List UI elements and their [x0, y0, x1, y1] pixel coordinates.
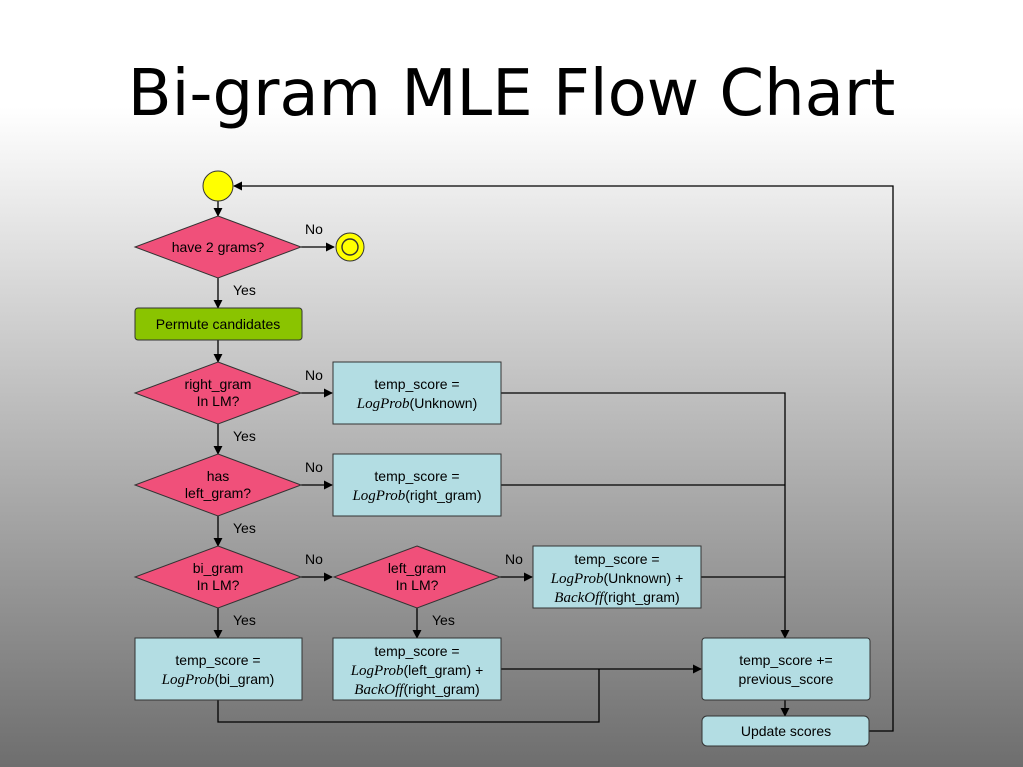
process-logprob-unknown: temp_score = LogProb(Unknown)	[332, 361, 502, 425]
process-label: Permute candidates	[156, 316, 281, 332]
process-logprob-bi-gram: temp_score = LogProb(bi_gram)	[134, 637, 303, 701]
svg-text:In LM?: In LM?	[197, 577, 240, 593]
svg-text:LogProb(left_gram) +: LogProb(left_gram) +	[350, 662, 484, 679]
svg-text:previous_score: previous_score	[739, 671, 834, 687]
process-logprob-left-gram-backoff: temp_score = LogProb(left_gram) + BackOf…	[332, 637, 502, 701]
connectors	[213, 181, 894, 732]
edge-label-yes: Yes	[233, 428, 256, 444]
process-accumulate-score: temp_score += previous_score	[701, 637, 871, 701]
svg-text:BackOff(right_gram): BackOff(right_gram)	[554, 589, 679, 606]
svg-text:temp_score =: temp_score =	[374, 376, 459, 392]
decision-have-2-grams: have 2 grams?	[133, 215, 303, 279]
process-logprob-unknown-backoff: temp_score = LogProb(Unknown) + BackOff(…	[532, 545, 702, 609]
process-permute-candidates: Permute candidates	[134, 307, 303, 341]
edge-label-no: No	[305, 551, 323, 567]
decision-left-gram-in-lm: left_gram In LM?	[332, 545, 502, 609]
edge-label-yes: Yes	[233, 282, 256, 298]
decision-has-left-gram: has left_gram?	[133, 453, 303, 517]
svg-text:left_gram?: left_gram?	[185, 485, 251, 501]
edge-labels: No Yes No Yes No Yes No No Yes Yes	[233, 221, 523, 628]
svg-text:In LM?: In LM?	[197, 393, 240, 409]
process-update-scores: Update scores	[701, 715, 870, 747]
edge-label-no: No	[305, 459, 323, 475]
svg-text:LogProb(Unknown): LogProb(Unknown)	[356, 395, 478, 412]
decision-bi-gram-in-lm: bi_gram In LM?	[133, 545, 303, 609]
decision-label: have 2 grams?	[172, 239, 265, 255]
svg-text:BackOff(right_gram): BackOff(right_gram)	[354, 681, 479, 698]
decision-right-gram-in-lm: right_gram In LM?	[133, 361, 303, 425]
process-logprob-right-gram: temp_score = LogProb(right_gram)	[332, 453, 502, 517]
svg-text:has: has	[207, 468, 230, 484]
edge-label-no: No	[305, 367, 323, 383]
svg-text:bi_gram: bi_gram	[193, 560, 244, 576]
svg-text:LogProb(bi_gram): LogProb(bi_gram)	[161, 671, 275, 688]
edge-label-no: No	[305, 221, 323, 237]
edge-label-no: No	[505, 551, 523, 567]
svg-text:left_gram: left_gram	[388, 560, 446, 576]
svg-text:temp_score +=: temp_score +=	[739, 652, 832, 668]
edge-label-yes: Yes	[233, 612, 256, 628]
svg-text:temp_score =: temp_score =	[175, 652, 260, 668]
edge-label-yes: Yes	[432, 612, 455, 628]
page-title: Bi-gram MLE Flow Chart	[127, 57, 896, 131]
svg-text:Update scores: Update scores	[741, 723, 831, 739]
svg-text:right_gram: right_gram	[185, 376, 252, 392]
svg-text:In LM?: In LM?	[396, 577, 439, 593]
svg-text:LogProb(Unknown) +: LogProb(Unknown) +	[550, 570, 684, 587]
svg-text:temp_score =: temp_score =	[574, 551, 659, 567]
start-node	[202, 170, 234, 202]
svg-text:LogProb(right_gram): LogProb(right_gram)	[351, 487, 481, 504]
edge-label-yes: Yes	[233, 520, 256, 536]
end-node	[335, 232, 365, 262]
svg-text:temp_score =: temp_score =	[374, 643, 459, 659]
svg-text:temp_score =: temp_score =	[374, 468, 459, 484]
